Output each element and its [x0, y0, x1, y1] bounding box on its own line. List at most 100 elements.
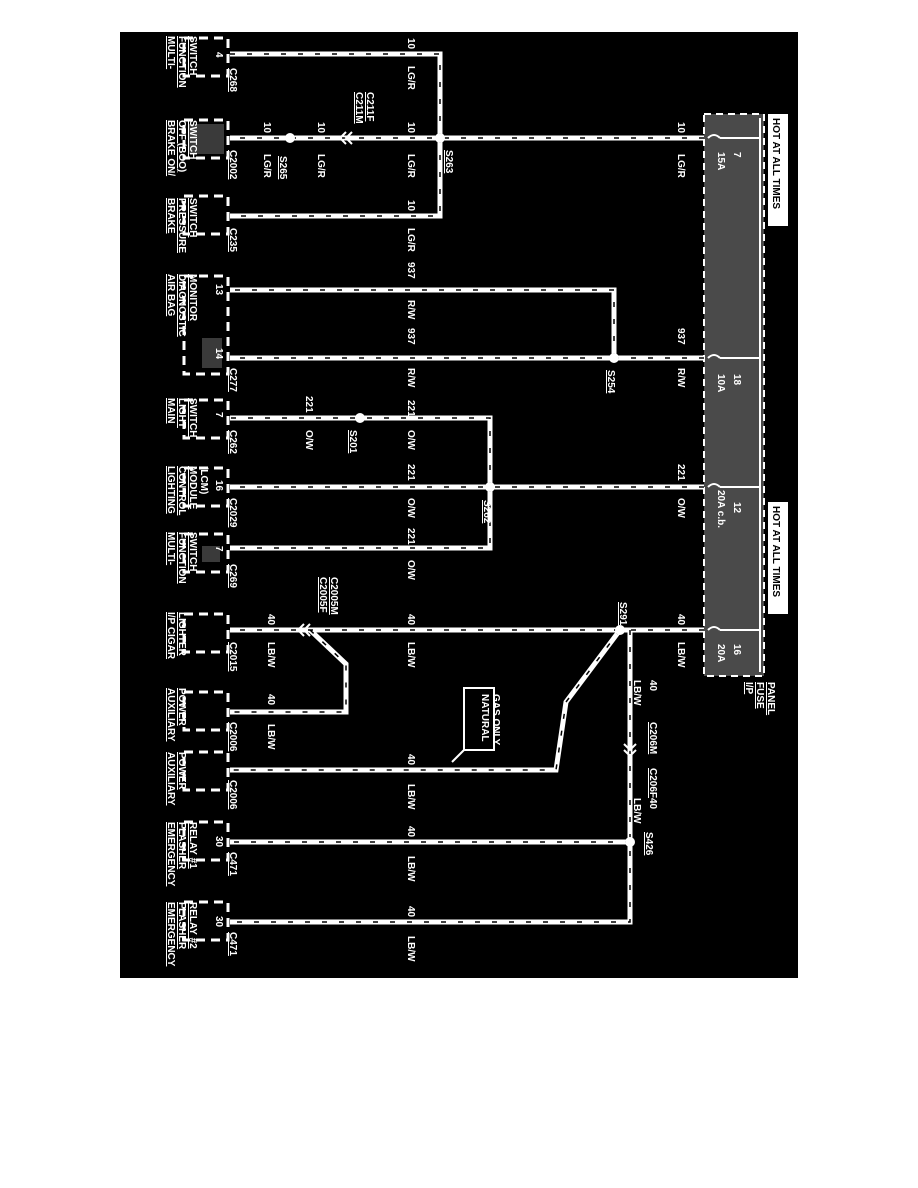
svg-text:EMERGENCY: EMERGENCY	[165, 902, 176, 967]
svg-text:16: 16	[731, 644, 742, 656]
svg-text:LG/R: LG/R	[315, 154, 326, 179]
wire-221-mfs	[230, 487, 493, 551]
svg-text:LB/W: LB/W	[631, 680, 642, 706]
svg-text:RELAY #1: RELAY #1	[187, 822, 198, 869]
wiring-diagram: 20A c.b. HOT AT ALL TIMES HOT AT ALL TIM…	[120, 32, 798, 978]
svg-text:O/W: O/W	[303, 430, 314, 451]
splice-s262	[485, 482, 495, 492]
svg-text:C2006: C2006	[227, 780, 238, 810]
inline-connectors: C211M C211F C2005F C2005M C206M C206F	[296, 92, 658, 798]
fuse-16: 16 20A	[707, 626, 760, 662]
svg-text:LB/W: LB/W	[265, 724, 276, 750]
svg-text:16: 16	[213, 480, 224, 492]
hot-label-1: HOT AT ALL TIMES	[770, 118, 781, 209]
svg-text:15A: 15A	[715, 152, 726, 170]
svg-text:10: 10	[405, 38, 416, 50]
svg-text:10: 10	[405, 200, 416, 212]
svg-text:LB/W: LB/W	[405, 784, 416, 810]
svg-text:(LCM): (LCM)	[198, 466, 209, 494]
svg-text:40: 40	[405, 754, 416, 766]
svg-text:FUSE: FUSE	[754, 682, 765, 709]
svg-text:MODULE: MODULE	[187, 466, 198, 510]
svg-text:AUXILIARY: AUXILIARY	[165, 688, 176, 742]
svg-text:S426: S426	[643, 832, 654, 856]
svg-text:BRAKE ON/: BRAKE ON/	[165, 120, 176, 176]
svg-text:40: 40	[405, 906, 416, 918]
splice-s426	[625, 837, 635, 847]
component-multi-function-switch-2: 7 C269 MULTI- FUNCTION SWITCH	[165, 532, 238, 588]
svg-text:12: 12	[731, 502, 742, 514]
wiring-diagram-svg: 20A c.b. HOT AT ALL TIMES HOT AT ALL TIM…	[165, 36, 788, 967]
svg-text:40: 40	[405, 826, 416, 838]
svg-text:O/W: O/W	[405, 498, 416, 519]
svg-text:LIGHTING: LIGHTING	[165, 466, 176, 514]
svg-text:SWITCH: SWITCH	[187, 532, 198, 571]
component-auxiliary-power-2: C2006 AUXILIARY POWER	[165, 750, 238, 810]
svg-text:C2005M: C2005M	[328, 577, 339, 615]
svg-text:C277: C277	[227, 368, 238, 392]
fuse-7: 7 15A	[707, 134, 760, 170]
svg-text:EMERGENCY: EMERGENCY	[165, 822, 176, 887]
svg-text:C2015: C2015	[227, 642, 238, 672]
svg-text:S291: S291	[617, 602, 628, 626]
svg-text:40: 40	[675, 614, 686, 626]
splices: S263 S265 S254 S201 S262 S291 S426	[277, 133, 654, 856]
svg-text:S262: S262	[481, 500, 492, 524]
svg-text:20A: 20A	[715, 644, 726, 662]
svg-text:LB/W: LB/W	[405, 936, 416, 962]
svg-text:LG/R: LG/R	[405, 154, 416, 179]
svg-text:C211M: C211M	[353, 92, 364, 124]
svg-text:7: 7	[213, 412, 224, 418]
svg-text:LIGHTER: LIGHTER	[176, 612, 187, 657]
svg-text:BRAKE: BRAKE	[165, 198, 176, 234]
svg-text:S201: S201	[347, 430, 358, 454]
svg-text:O/W: O/W	[405, 560, 416, 581]
connector-c206	[623, 743, 637, 758]
splice-s291	[615, 625, 625, 635]
svg-text:POWER: POWER	[176, 688, 187, 727]
svg-text:O/W: O/W	[405, 430, 416, 451]
svg-text:SWITCH: SWITCH	[187, 120, 198, 159]
svg-text:40: 40	[405, 614, 416, 626]
wire-221-mls	[230, 415, 493, 487]
svg-text:937: 937	[405, 328, 416, 345]
component-brake-pressure-switch: C235 BRAKE PRESSURE SWITCH	[165, 194, 238, 253]
wire-40-aux1	[230, 628, 349, 715]
svg-text:30: 30	[213, 916, 224, 928]
svg-text:14: 14	[213, 348, 224, 360]
svg-text:C262: C262	[227, 430, 238, 454]
svg-text:S254: S254	[605, 370, 616, 394]
svg-text:40: 40	[647, 680, 658, 692]
svg-text:221: 221	[303, 396, 314, 413]
svg-text:C211F: C211F	[364, 92, 375, 121]
svg-text:R/W: R/W	[405, 368, 416, 388]
svg-text:LB/W: LB/W	[265, 642, 276, 668]
svg-text:937: 937	[675, 328, 686, 345]
svg-text:I/P CIGAR: I/P CIGAR	[165, 612, 176, 660]
svg-text:LB/W: LB/W	[631, 798, 642, 824]
svg-text:LG/R: LG/R	[405, 66, 416, 91]
svg-text:R/W: R/W	[405, 300, 416, 320]
svg-text:R/W: R/W	[675, 368, 686, 388]
component-emergency-flasher-relay-2: 30 C471 EMERGENCY FLASHER RELAY #2	[165, 900, 238, 967]
svg-text:10: 10	[405, 122, 416, 134]
svg-text:C471: C471	[227, 852, 238, 876]
svg-text:MAIN: MAIN	[165, 398, 176, 424]
svg-text:RELAY #2: RELAY #2	[187, 902, 198, 949]
svg-text:MONITOR: MONITOR	[187, 274, 198, 322]
splice-s254	[609, 353, 619, 363]
fuse-panel: 20A c.b. HOT AT ALL TIMES HOT AT ALL TIM…	[703, 113, 788, 715]
svg-text:MULTI-: MULTI-	[165, 36, 176, 69]
svg-text:C206M: C206M	[647, 722, 658, 754]
connector-c2005	[296, 623, 311, 637]
wire-40-aux2	[230, 628, 622, 773]
svg-text:SWITCH: SWITCH	[187, 398, 198, 437]
svg-text:C2006: C2006	[227, 722, 238, 752]
connector-c206-label: C206M	[647, 722, 658, 754]
wire-labels: 10 LG/R 10 LG/R 10 LG/R 10 LG/R 10 LG/R …	[261, 38, 686, 962]
svg-text:937: 937	[405, 262, 416, 279]
component-ip-cigar-lighter: C2015 I/P CIGAR LIGHTER	[165, 612, 238, 672]
svg-text:FUNCTION: FUNCTION	[176, 532, 187, 584]
svg-text:DIAGNOSTIC: DIAGNOSTIC	[176, 274, 187, 337]
splice-s201	[355, 413, 365, 423]
